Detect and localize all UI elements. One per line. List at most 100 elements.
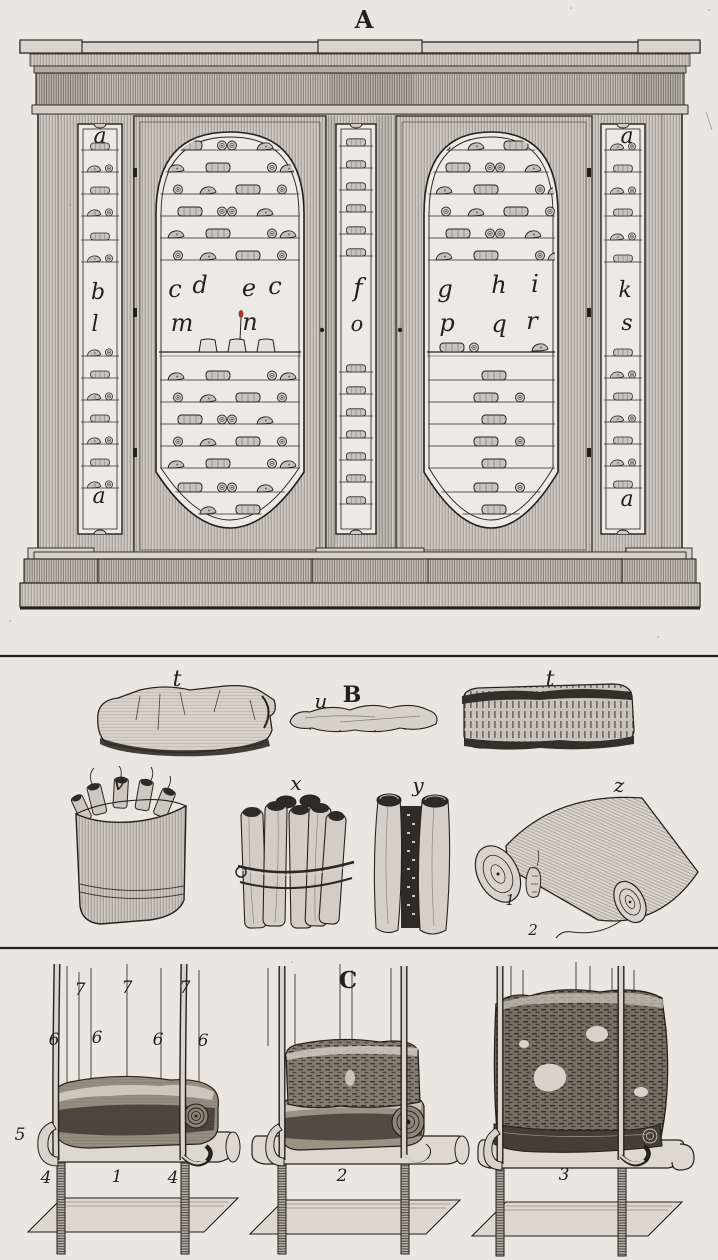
left-side-panel — [77, 123, 123, 535]
figure-a-cabinet: A a b l a c d e c m n f o g h i p q r a … — [19, 5, 701, 610]
screw-post — [617, 1167, 627, 1257]
label-a-right-bottom: a — [620, 487, 633, 512]
label-section-b: B — [343, 682, 362, 708]
cabinet-plinth — [19, 547, 701, 610]
z-fragment-1 — [525, 849, 542, 898]
label-z: z — [613, 773, 625, 797]
label-d: d — [192, 271, 207, 299]
photo-specks — [9, 7, 713, 963]
center-panel — [335, 123, 377, 535]
label-stage-1: 1 — [112, 1167, 123, 1187]
screw-post — [180, 1161, 190, 1255]
figure-b-specimens: t u B t v x y z 1 2 — [70, 667, 699, 939]
label-6a: 6 — [49, 1030, 60, 1050]
label-u: u — [315, 689, 328, 713]
figure-c-machines: C 7 7 7 6 6 6 6 5 4 1 4 2 3 — [15, 962, 695, 1257]
label-a-left-top: a — [93, 124, 106, 149]
split-scroll-y — [373, 793, 451, 935]
red-flower — [238, 310, 244, 318]
cups-shelf — [159, 310, 301, 357]
hook-bracket — [483, 1127, 503, 1171]
label-t-right: t — [546, 667, 555, 692]
hook-bracket — [265, 1123, 285, 1167]
label-x: x — [290, 771, 301, 795]
cradle-curl — [671, 1143, 695, 1171]
label-m: m — [171, 309, 194, 337]
label-r: r — [526, 307, 539, 335]
right-door-shelves — [427, 141, 555, 514]
label-p: p — [439, 309, 454, 337]
screw-post — [56, 1161, 66, 1255]
label-5: 5 — [15, 1125, 26, 1145]
silk-threads — [267, 964, 392, 1046]
silk-threads — [510, 962, 635, 1000]
label-e: e — [242, 274, 256, 302]
label-l: l — [91, 312, 98, 337]
papyrus-roll — [55, 1075, 219, 1149]
lacuna-hole — [586, 1026, 608, 1042]
charred-scroll-t-right — [462, 683, 635, 750]
unrolled-sheet — [493, 989, 669, 1150]
charred-scroll-u — [289, 704, 438, 733]
z-roll-end-right — [613, 880, 647, 924]
unrolling-machine-2 — [248, 964, 470, 1255]
label-fragment-2: 2 — [527, 921, 538, 939]
binding-cord — [239, 877, 353, 890]
cup — [227, 338, 247, 353]
label-y: y — [411, 773, 424, 797]
label-b: b — [91, 280, 105, 305]
split-scroll-writing — [407, 814, 415, 915]
label-7b: 7 — [122, 978, 133, 998]
base-plate — [470, 1201, 684, 1237]
label-4b: 4 — [167, 1168, 179, 1188]
label-c: c — [168, 275, 181, 303]
label-n: n — [242, 308, 257, 336]
label-7a: 7 — [75, 980, 86, 1000]
label-4a: 4 — [40, 1168, 52, 1188]
right-mid-shelf — [427, 342, 555, 357]
label-t-left: t — [173, 667, 182, 692]
screw-post — [400, 1163, 410, 1255]
unrolling-machine-1 — [26, 963, 241, 1255]
cup — [198, 338, 218, 353]
charred-scroll-t-left — [97, 684, 276, 757]
label-stage-3: 3 — [559, 1165, 570, 1185]
lacuna-hole — [519, 1040, 529, 1048]
label-6d: 6 — [198, 1031, 209, 1051]
lacuna-hole — [634, 1087, 648, 1097]
label-section-a: A — [354, 5, 374, 34]
scroll-case-v — [70, 765, 187, 925]
z-thread-2 — [555, 919, 623, 939]
z-roll-end-left — [474, 845, 522, 903]
hook-bracket — [37, 1121, 59, 1167]
cup — [256, 338, 276, 353]
screw-post — [495, 1167, 505, 1257]
label-s: s — [621, 311, 632, 336]
label-g: g — [437, 275, 452, 303]
open-scroll-z — [474, 796, 699, 939]
label-f: f — [351, 273, 366, 302]
label-i: i — [531, 270, 539, 298]
label-6b: 6 — [92, 1028, 103, 1048]
lacuna-hole — [533, 1063, 567, 1092]
label-a-left-bottom: a — [92, 484, 105, 509]
left-door-window — [155, 131, 305, 529]
label-o: o — [351, 312, 364, 336]
label-section-c: C — [339, 967, 357, 994]
label-a-right-top: a — [620, 124, 633, 149]
roll-spiral-end — [391, 1105, 425, 1139]
unrolling-machine-3 — [470, 962, 695, 1257]
unrolled-sheet — [285, 1038, 421, 1109]
cabinet-cornice — [19, 39, 701, 115]
label-7c: 7 — [180, 978, 191, 998]
scroll-bundle-x — [235, 794, 355, 929]
label-c2: c — [268, 272, 281, 300]
label-6c: 6 — [153, 1030, 164, 1050]
label-v: v — [113, 771, 125, 795]
left-door-shelves — [159, 141, 301, 514]
screw-post — [277, 1163, 287, 1255]
label-stage-2: 2 — [336, 1166, 348, 1186]
silk-threads — [66, 964, 200, 1086]
